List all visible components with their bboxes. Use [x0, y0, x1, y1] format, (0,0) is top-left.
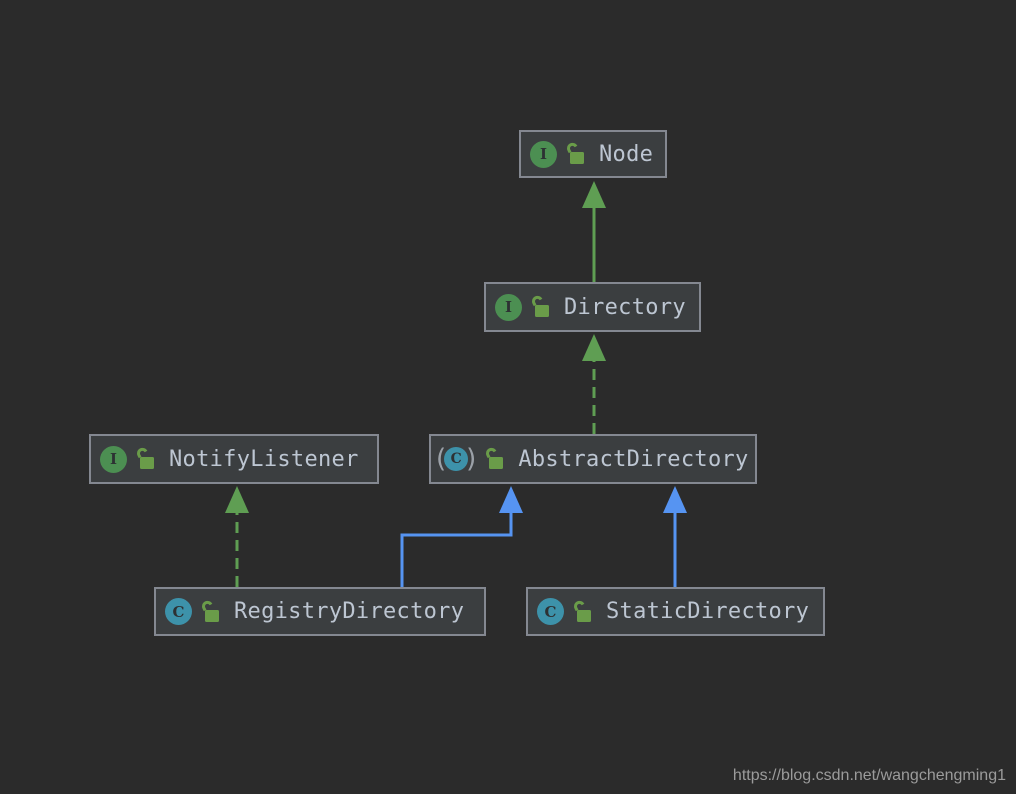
abstract-class-icon: ( C )	[436, 443, 477, 474]
class-node-directory[interactable]: I Directory	[484, 282, 701, 332]
class-node-registrydirectory[interactable]: C RegistryDirectory	[154, 587, 486, 636]
edge-directory-extends-node[interactable]	[582, 181, 606, 282]
node-label: AbstractDirectory	[518, 446, 749, 472]
class-icon: C	[537, 598, 564, 625]
unlocked-lock-icon	[134, 447, 156, 471]
edge-registrydirectory-extends-abstractdirectory[interactable]	[400, 486, 523, 587]
node-label: StaticDirectory	[606, 599, 810, 624]
interface-icon: I	[530, 140, 557, 168]
unlocked-lock-icon	[564, 142, 586, 166]
class-icon: C	[165, 598, 192, 625]
interface-icon: I	[100, 445, 127, 473]
unlocked-lock-icon	[571, 600, 593, 624]
watermark-url: https://blog.csdn.net/wangchengming1	[732, 767, 1006, 784]
interface-icon: I	[495, 293, 522, 321]
edge-registrydirectory-implements-notifylistener[interactable]	[225, 486, 249, 587]
unlocked-lock-icon	[529, 295, 551, 319]
unlocked-lock-icon	[483, 447, 505, 471]
edge-staticdirectory-extends-abstractdirectory[interactable]	[663, 486, 687, 587]
unlocked-lock-icon	[199, 600, 221, 624]
node-label: NotifyListener	[169, 446, 359, 472]
node-label: Node	[599, 141, 654, 167]
class-node-node[interactable]: I Node	[519, 130, 667, 178]
node-label: RegistryDirectory	[234, 599, 465, 624]
edge-abstractdirectory-implements-directory[interactable]	[582, 334, 606, 434]
class-node-notifylistener[interactable]: I NotifyListener	[89, 434, 379, 484]
node-label: Directory	[564, 294, 686, 320]
class-node-abstractdirectory[interactable]: ( C ) AbstractDirectory	[429, 434, 757, 484]
class-node-staticdirectory[interactable]: C StaticDirectory	[526, 587, 825, 636]
